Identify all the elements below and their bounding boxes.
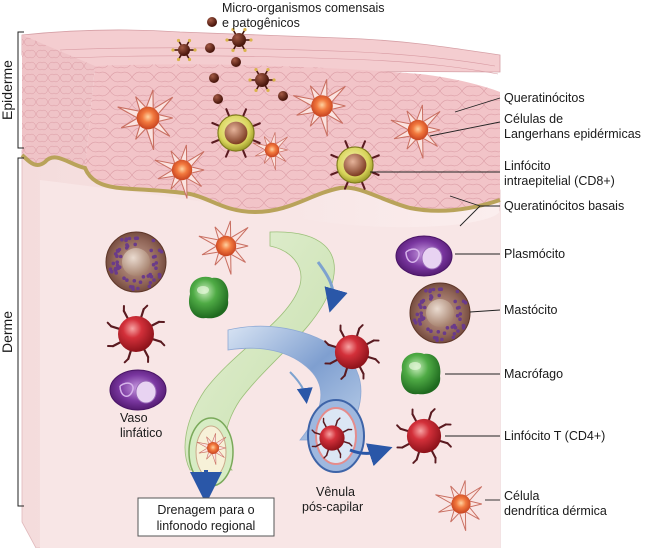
label-mast-cell: Mastócito xyxy=(504,303,558,317)
label-microbes-2: e patogênicos xyxy=(222,16,300,30)
label-venule-1: Vênula xyxy=(316,485,355,499)
intraepithelial-lymphocyte-2 xyxy=(330,140,380,190)
label-microbes-1: Micro-organismos comensais xyxy=(222,1,385,15)
label-iel-1: Linfócito xyxy=(504,159,551,173)
t-cell-2 xyxy=(324,324,380,380)
label-macrophage: Macrófago xyxy=(504,367,563,381)
label-keratinocytes: Queratinócitos xyxy=(504,91,585,105)
drainage-text-1: Drenagem para o xyxy=(157,503,254,517)
microbe-3 xyxy=(171,38,197,62)
microbe-8 xyxy=(213,94,223,104)
venule-flow-arrow xyxy=(289,371,313,404)
t-cell-venule xyxy=(311,417,353,459)
label-venule-2: pós-capilar xyxy=(302,500,363,514)
label-basal-keratinocytes: Queratinócitos basais xyxy=(504,199,624,213)
drainage-box: Drenagem para o linfonodo regional xyxy=(137,497,275,537)
plasma-cell-1 xyxy=(109,369,167,411)
dermal-dendritic-cell-1 xyxy=(198,220,249,275)
label-lymph-vessel-1: Vaso xyxy=(120,411,148,425)
mast-cell-1 xyxy=(105,231,167,293)
label-plasma-cell: Plasmócito xyxy=(504,247,565,261)
microbe-9 xyxy=(278,91,288,101)
layer-brackets xyxy=(17,31,24,507)
plasma-cell-2 xyxy=(395,235,453,277)
langerhans-cell-5 xyxy=(252,132,288,171)
emigration-arrow xyxy=(349,443,393,467)
drainage-text-2: linfonodo regional xyxy=(157,519,256,533)
microbe-2 xyxy=(225,28,253,52)
microbes xyxy=(171,17,288,104)
microbe-6 xyxy=(209,73,219,83)
langerhans-cell-4 xyxy=(154,144,205,199)
microbe-4 xyxy=(205,43,215,53)
t-cell-1 xyxy=(106,304,166,364)
label-iel-2: intraepitelial (CD8+) xyxy=(504,174,615,188)
label-dendritic-2: dendrítica dérmica xyxy=(504,504,607,518)
dermis-label: Derme xyxy=(0,311,15,353)
basement-membrane xyxy=(20,153,501,215)
t-cell-3 xyxy=(396,408,452,464)
mast-cell-2 xyxy=(409,282,471,344)
lymph-dendritic-cell xyxy=(196,433,227,465)
macrophage-1 xyxy=(188,276,229,319)
label-langerhans-1: Células de xyxy=(504,112,563,126)
dermal-dendritic-cell-2 xyxy=(435,480,483,531)
langerhans-cell-2 xyxy=(293,79,346,137)
epidermis-layer xyxy=(21,29,501,212)
langerhans-cell-1 xyxy=(117,89,174,151)
lymph-flow-arrow xyxy=(316,261,348,313)
macrophage-2 xyxy=(400,352,441,395)
microbe-7 xyxy=(248,68,276,92)
label-dendritic-1: Célula xyxy=(504,489,539,503)
label-langerhans-2: Langerhans epidérmicas xyxy=(504,127,641,141)
label-t-cell: Linfócito T (CD4+) xyxy=(504,429,605,443)
epidermis-label: Epiderme xyxy=(0,60,15,120)
microbe-1 xyxy=(207,17,217,27)
microbe-5 xyxy=(231,57,241,67)
langerhans-cell-3 xyxy=(390,104,441,159)
label-lymph-vessel-2: linfático xyxy=(120,426,162,440)
intraepithelial-lymphocyte-1 xyxy=(211,108,261,158)
leader-lines xyxy=(370,97,501,501)
